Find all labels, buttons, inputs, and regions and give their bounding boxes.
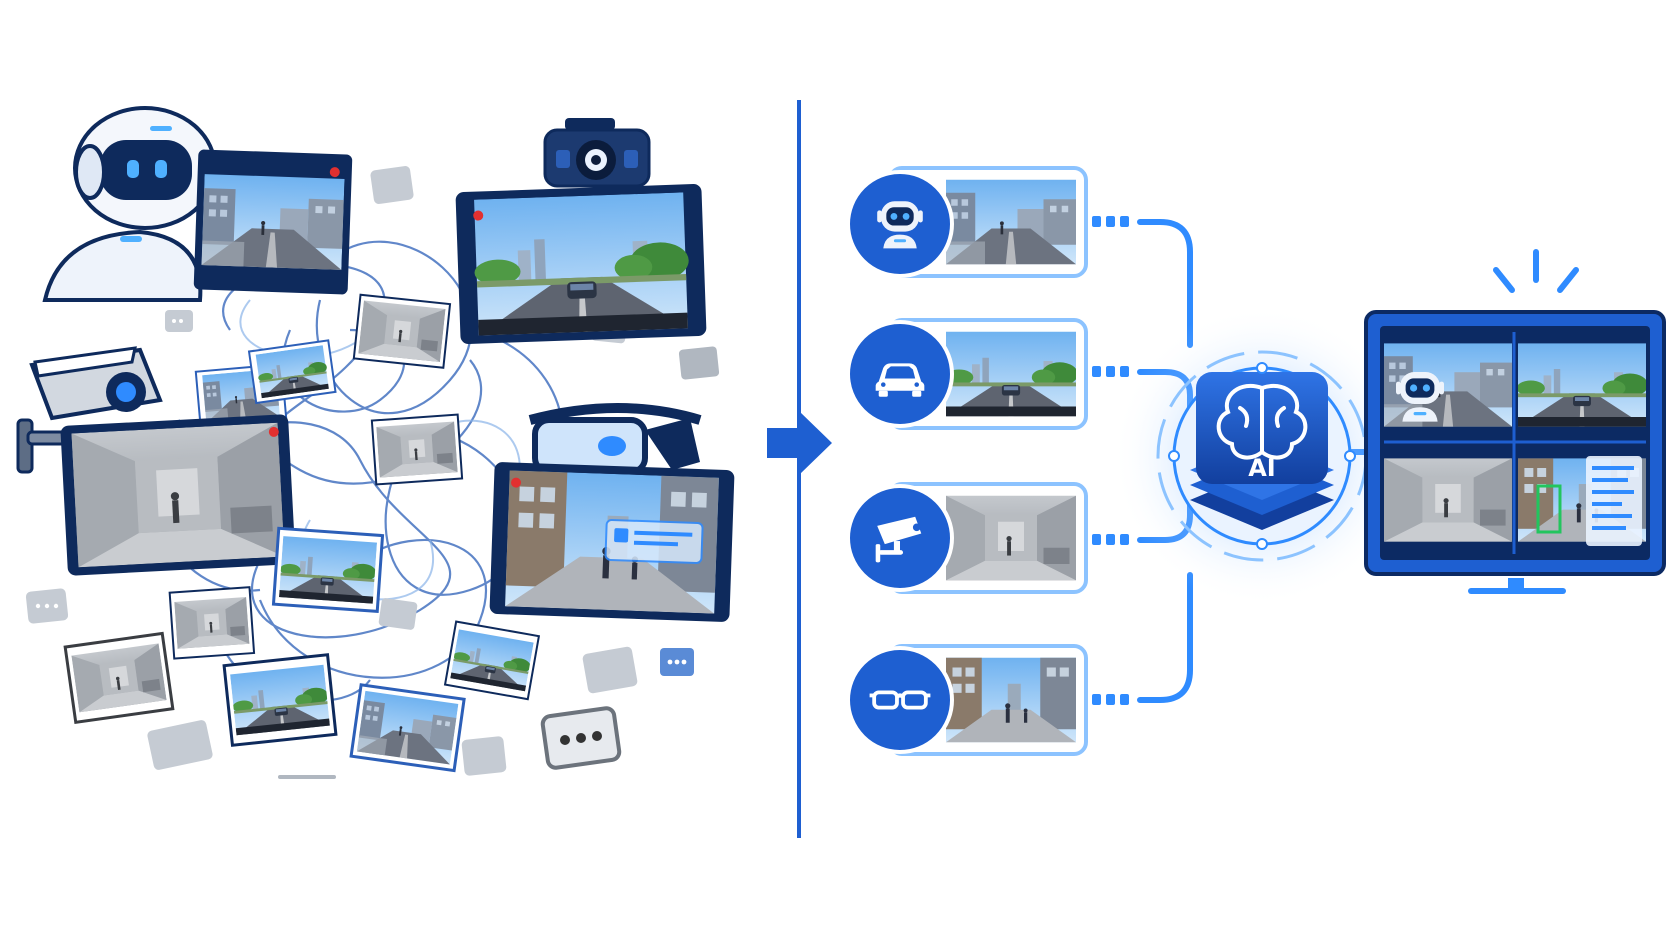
feed-cctv-lobby (60, 414, 296, 576)
feed-robot-street (193, 149, 353, 295)
output-monitor (1364, 249, 1666, 594)
feed-dashcam-road (455, 184, 707, 344)
hub-label: AI (1248, 454, 1276, 482)
alert-rays (1493, 249, 1579, 293)
flow-arrow (767, 412, 832, 474)
floating-feed-3 (247, 339, 337, 405)
floating-feed-8 (222, 653, 338, 747)
robot-character (42, 106, 217, 302)
floating-feed-1 (352, 293, 452, 369)
placeholder-tiles (25, 166, 720, 779)
right-section-ai-pipeline: AI (846, 166, 1666, 756)
source-row-robot (846, 166, 1088, 278)
floating-feed-7 (63, 631, 175, 725)
ai-hub: AI (1112, 306, 1412, 606)
floating-feed-4 (370, 413, 464, 486)
connector-dots (1092, 216, 1129, 705)
source-row-car (846, 318, 1088, 430)
source-row-security-camera (846, 482, 1088, 594)
source-row-smart-glasses (846, 644, 1088, 756)
floating-feed-10 (443, 620, 541, 701)
smart-glasses-device (528, 403, 702, 475)
feed-glasses-sidewalk (489, 462, 735, 622)
left-section-unorganized-feeds (16, 106, 735, 779)
floating-feed-5 (271, 526, 385, 613)
brain-icon (1216, 383, 1308, 460)
cctv-device (16, 346, 163, 474)
floating-feed-6 (168, 586, 256, 660)
floating-feed-9 (349, 683, 466, 773)
dashcam-device (543, 118, 651, 188)
